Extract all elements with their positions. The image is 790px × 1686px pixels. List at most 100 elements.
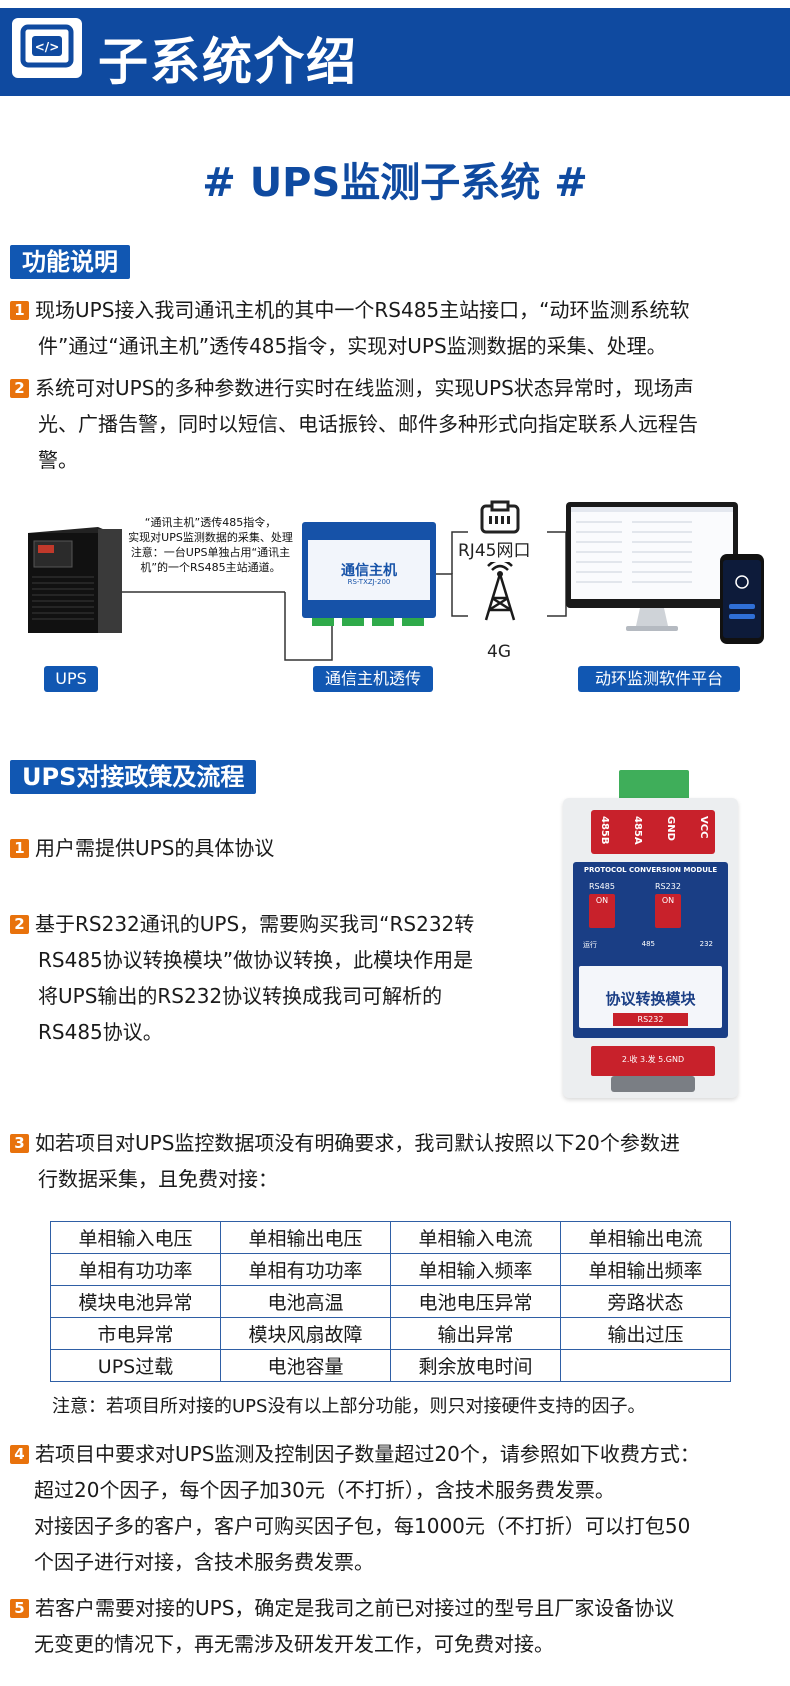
- switch-label-rs485: RS485: [589, 882, 615, 891]
- section-label-function: 功能说明: [10, 245, 130, 279]
- policy-item-2: 2 基于RS232通讯的UPS，需要购买我司“RS232转 RS485协议转换模块…: [10, 906, 540, 1050]
- led-label: 运行: [583, 941, 597, 949]
- rj45-label: RJ45网口: [458, 541, 531, 561]
- text-line: 系统可对UPS的多种参数进行实时在线监测，实现UPS状态异常时，现场声: [35, 376, 694, 400]
- number-badge: 5: [10, 1599, 29, 1618]
- text-line: 超过20个因子，每个因子加30元（不打折），含技术服务费发票。: [34, 1478, 615, 1502]
- number-badge: 2: [10, 379, 29, 398]
- function-item-1: 1 现场UPS接入我司通讯主机的其中一个RS485主站接口，“动环监测系统软 件”…: [10, 292, 785, 364]
- terminal-block: [619, 770, 689, 800]
- svg-text:</>: </>: [35, 40, 60, 54]
- policy-item-3: 3 如若项目对UPS监控数据项没有明确要求，我司默认按照以下20个参数进 行数据采…: [10, 1125, 785, 1197]
- dip-switch-2: ON: [655, 894, 681, 928]
- table-cell: 剩余放电时间: [390, 1349, 561, 1382]
- policy-item-4: 4 若项目中要求对UPS监测及控制因子数量超过20个，请参照如下收费方式： 超过2…: [10, 1436, 785, 1580]
- table-row: 单相输入电压 单相输出电压 单相输入电流 单相输出电流: [50, 1221, 731, 1254]
- text-line: 对接因子多的客户，客户可购买因子包，每1000元（不打折）可以打包50: [34, 1514, 691, 1538]
- table-cell: 单相有功功率: [50, 1253, 221, 1286]
- tag-host-passthrough: 通信主机透传: [313, 666, 433, 692]
- pin-label: 485A: [632, 816, 643, 845]
- section-label-policy: UPS对接政策及流程: [10, 760, 257, 794]
- host-model: RS-TXZJ-200: [347, 578, 391, 586]
- led-label: 232: [699, 940, 713, 948]
- page-title: # UPS监测子系统 #: [202, 160, 588, 206]
- pin-label: VCC: [698, 816, 709, 839]
- table-cell: 电池电压异常: [390, 1285, 561, 1318]
- communication-host-device: 通信主机 RS-TXZJ-200: [302, 522, 436, 626]
- table-cell: 模块电池异常: [50, 1285, 221, 1318]
- text-line: 如若项目对UPS监控数据项没有明确要求，我司默认按照以下20个参数进: [35, 1131, 680, 1155]
- table-cell: 单相输出电流: [560, 1221, 731, 1254]
- diagram-note: “通讯主机”透传485指令， 实现对UPS监测数据的采集、处理 注意：一台UPS…: [118, 515, 303, 575]
- text-line: 将UPS输出的RS232协议转换成我司可解析的: [38, 984, 443, 1008]
- led-labels: 运行 485 232: [583, 940, 713, 950]
- table-row: 市电异常 模块风扇故障 输出异常 输出过压: [50, 1317, 731, 1350]
- text-line: 若项目中要求对UPS监测及控制因子数量超过20个，请参照如下收费方式：: [35, 1442, 700, 1466]
- module-header: PROTOCOL CONVERSION MODULE: [583, 866, 718, 874]
- cell-tower-icon: [484, 562, 516, 621]
- led-label: 485: [641, 940, 655, 948]
- number-badge: 2: [10, 915, 29, 934]
- table-cell: 单相输出频率: [560, 1253, 731, 1286]
- policy-item-5: 5 若客户需要对接的UPS，确定是我司之前已对接过的型号且厂家设备协议 无变更的情…: [10, 1590, 785, 1662]
- text-line: 基于RS232通讯的UPS，需要购买我司“RS232转: [35, 912, 475, 936]
- pin-labels: 485B 485A GND VCC: [599, 816, 709, 845]
- header-bar: </> 子系统介绍: [0, 8, 790, 96]
- number-badge: 4: [10, 1445, 29, 1464]
- policy-item-1: 1 用户需提供UPS的具体协议: [10, 830, 530, 866]
- table-cell: UPS过载: [50, 1349, 221, 1382]
- protocol-conversion-module: 485B 485A GND VCC PROTOCOL CONVERSION MO…: [563, 770, 738, 1098]
- table-cell: 单相输入电压: [50, 1221, 221, 1254]
- code-window-icon: </>: [12, 18, 82, 78]
- text-line: 无变更的情况下，再无需涉及研发开发工作，可免费对接。: [34, 1632, 554, 1656]
- module-sub: RS232: [613, 1013, 688, 1026]
- text-line: 行数据采集，且免费对接：: [38, 1167, 278, 1191]
- number-badge: 1: [10, 301, 29, 320]
- table-row: 单相有功功率 单相有功功率 单相输入频率 单相输出频率: [50, 1253, 731, 1286]
- table-row: UPS过载 电池容量 剩余放电时间: [50, 1349, 731, 1382]
- text-line: 若客户需要对接的UPS，确定是我司之前已对接过的型号且厂家设备协议: [35, 1596, 675, 1620]
- parameter-table: 单相输入电压 单相输出电压 单相输入电流 单相输出电流 单相有功功率 单相有功功…: [50, 1221, 731, 1382]
- note-line: 机”的一个RS485主站通道。: [140, 561, 281, 574]
- system-diagram: “通讯主机”透传485指令， 实现对UPS监测数据的采集、处理 注意：一台UPS…: [0, 500, 790, 700]
- table-cell: 单相有功功率: [220, 1253, 391, 1286]
- tag-ups: UPS: [44, 666, 98, 692]
- table-cell: 模块风扇故障: [220, 1317, 391, 1350]
- text-line: RS485协议。: [38, 1020, 163, 1044]
- module-title: 协议转换模块: [605, 990, 696, 1008]
- function-item-2: 2 系统可对UPS的多种参数进行实时在线监测，实现UPS状态异常时，现场声 光、广…: [10, 370, 785, 478]
- note-line: 注意：一台UPS单独占用“通讯主: [130, 546, 291, 559]
- table-note: 注意：若项目所对接的UPS没有以上部分功能，则只对接硬件支持的因子。: [52, 1396, 646, 1417]
- table-cell: 市电异常: [50, 1317, 221, 1350]
- 4g-label: 4G: [487, 642, 511, 662]
- text-line: 用户需提供UPS的具体协议: [35, 836, 275, 860]
- table-cell: 输出过压: [560, 1317, 731, 1350]
- text-line: 件”通过“通讯主机”透传485指令，实现对UPS监测数据的采集、处理。: [38, 334, 667, 358]
- text-line: 警。: [38, 448, 78, 472]
- note-line: 实现对UPS监测数据的采集、处理: [128, 531, 293, 544]
- note-line: “通讯主机”透传485指令，: [144, 516, 277, 529]
- text-line: 现场UPS接入我司通讯主机的其中一个RS485主站接口，“动环监测系统软: [35, 298, 690, 322]
- table-cell: 单相输入电流: [390, 1221, 561, 1254]
- table-cell: 旁路状态: [560, 1285, 731, 1318]
- host-label: 通信主机: [341, 563, 397, 579]
- table-cell: 输出异常: [390, 1317, 561, 1350]
- phone-icon: [720, 554, 764, 644]
- pin-label: 485B: [599, 816, 610, 845]
- module-bottom-label: 2.收 3.发 5.GND: [621, 1055, 685, 1064]
- number-badge: 1: [10, 839, 29, 858]
- monitor-icon: [566, 502, 738, 631]
- ethernet-port-icon: [480, 500, 520, 534]
- text-line: 个因子进行对接，含技术服务费发票。: [34, 1550, 374, 1574]
- text-line: RS485协议转换模块”做协议转换，此模块作用是: [38, 948, 474, 972]
- table-cell: 单相输出电压: [220, 1221, 391, 1254]
- connection-lines: [122, 531, 568, 661]
- table-cell: 电池高温: [220, 1285, 391, 1318]
- ups-device-icon: [28, 527, 122, 633]
- number-badge: 3: [10, 1134, 29, 1153]
- table-cell: [560, 1349, 731, 1382]
- table-row: 模块电池异常 电池高温 电池电压异常 旁路状态: [50, 1285, 731, 1318]
- switch-label-rs232: RS232: [655, 882, 681, 891]
- text-line: 光、广播告警，同时以短信、电话振铃、邮件多种形式向指定联系人远程告: [38, 412, 698, 436]
- tag-platform: 动环监测软件平台: [578, 666, 740, 692]
